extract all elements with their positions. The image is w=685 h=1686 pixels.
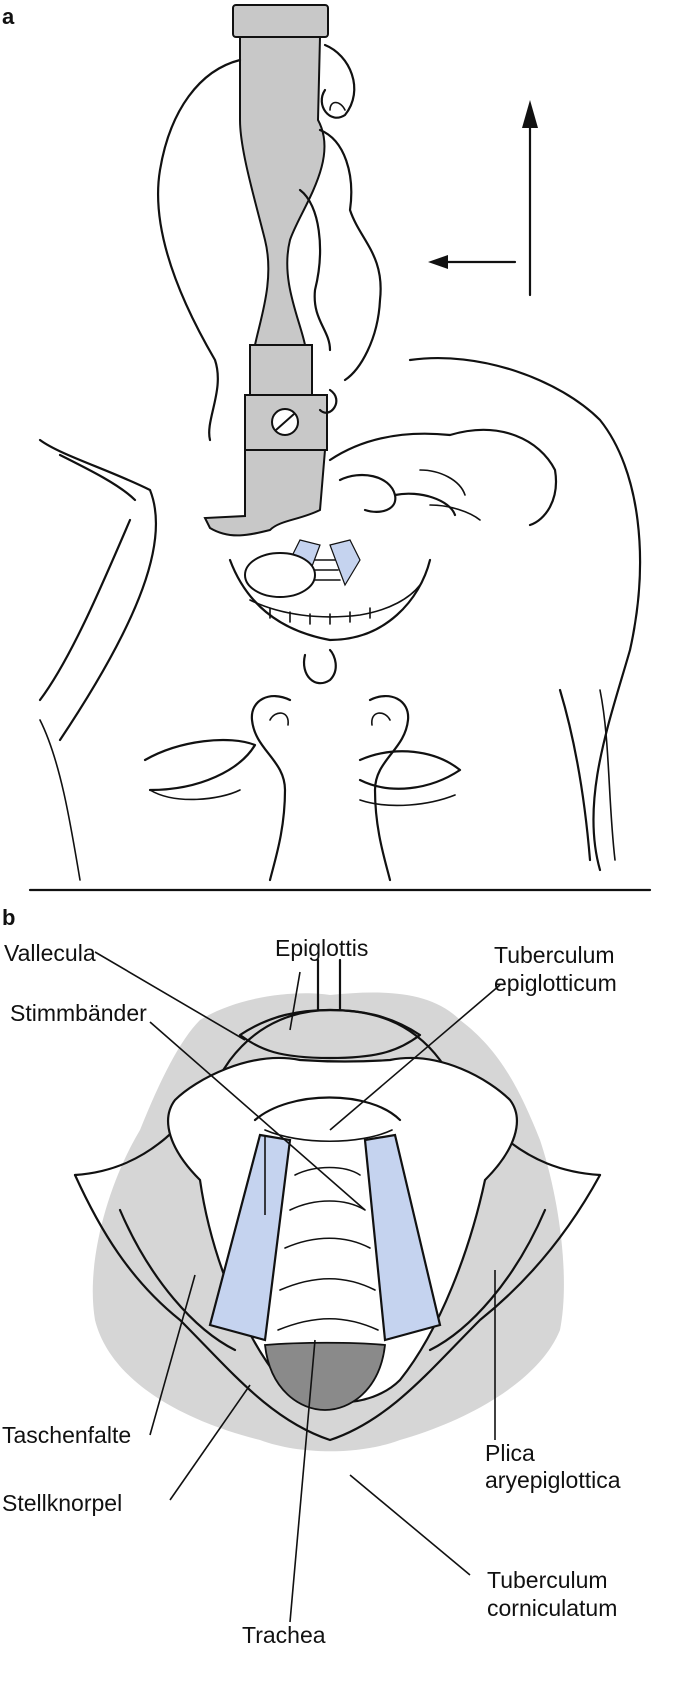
label-plica-1: Plica [485, 1440, 535, 1466]
label-trachea: Trachea [242, 1622, 326, 1648]
label-plica-2: aryepiglottica [485, 1467, 621, 1493]
label-stellknorpel: Stellknorpel [2, 1490, 123, 1516]
label-leaders [94, 951, 501, 1623]
left-hand [156, 43, 382, 442]
left-vocal-cord [208, 1133, 292, 1342]
laryngoscope [203, 4, 329, 537]
inner-fold-contours [118, 1208, 547, 1352]
right-vocal-cord [363, 1133, 442, 1342]
right-hand [328, 428, 558, 527]
label-vallecula: Vallecula [4, 940, 96, 966]
tuberculum-epiglotticum-edge [253, 1096, 402, 1122]
label-epiglottis: Epiglottis [275, 935, 369, 961]
epiglottis-stalk [316, 958, 342, 1012]
glottis-view-a [244, 539, 361, 598]
trachea-rings [277, 1166, 379, 1331]
outer-lower-contour [73, 1173, 602, 1442]
label-tuberculum-corniculatum-1: Tuberculum [487, 1567, 608, 1593]
trachea-lumen [264, 1341, 386, 1411]
label-stimmbaender: Stimmbänder [10, 1000, 147, 1026]
label-tuberculum-corniculatum-2: corniculatum [487, 1595, 618, 1621]
direction-arrow-icon [428, 255, 517, 269]
panel-b-letter: b [2, 905, 16, 930]
panel-a-letter: a [2, 4, 15, 29]
label-tuberculum-epiglotticum-1: Tuberculum [494, 942, 615, 968]
epiglottis-shape [238, 1008, 422, 1060]
patient-head [38, 356, 642, 882]
lift-arrow-icon [522, 100, 538, 297]
label-tuberculum-epiglotticum-2: epiglotticum [494, 970, 617, 996]
label-taschenfalte: Taschenfalte [2, 1422, 132, 1448]
